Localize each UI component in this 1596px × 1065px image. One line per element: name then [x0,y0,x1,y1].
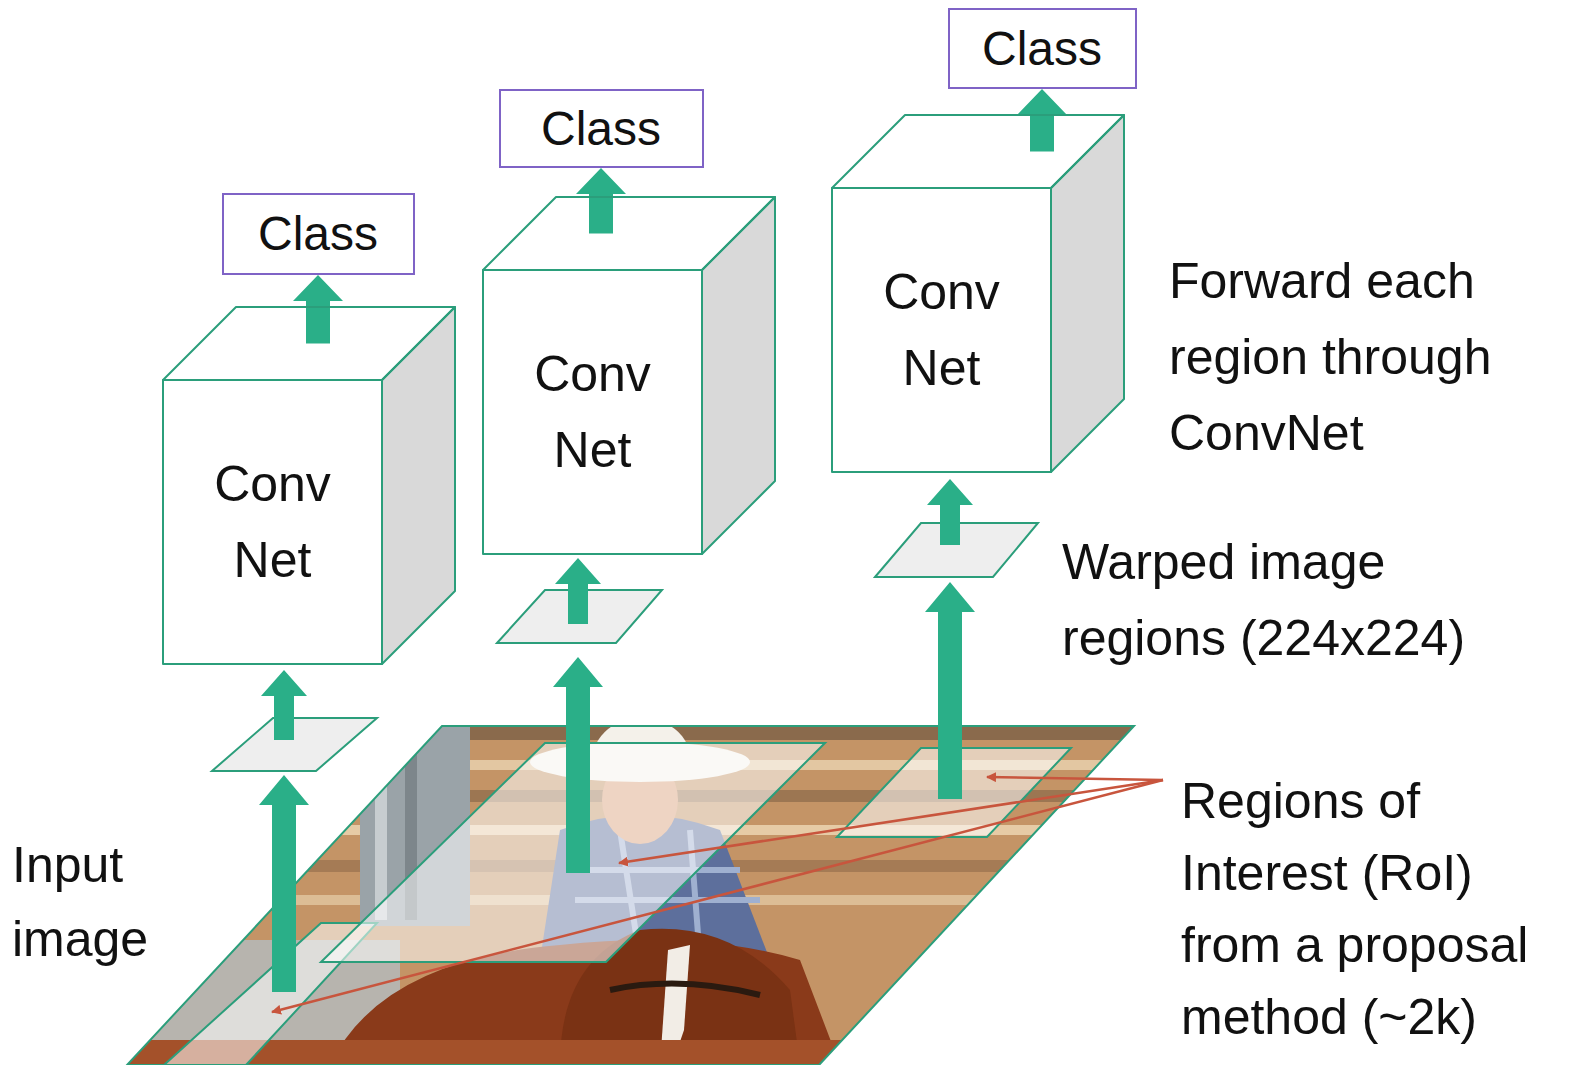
class-label: Class [541,100,661,158]
cube-side [1051,115,1124,472]
cube-face: Conv Net [832,188,1051,472]
cube-side [702,197,775,554]
annotation-label: Forward each region through ConvNet [1169,243,1589,471]
output-arrow [576,168,626,234]
annotation-label: Input image [12,828,232,976]
cube-front [832,188,1051,472]
cube-face: Conv Net [163,380,382,664]
input-photo [100,700,1200,1065]
cube-face: Conv Net [483,270,702,554]
block-label: Conv Net [193,446,353,598]
convnet-block: Conv Net [163,307,455,664]
warped-region [212,523,1038,771]
class-box: Class [499,89,704,168]
cube-side [382,307,455,664]
image-frame [127,726,1134,1065]
leader-line [272,777,1163,1012]
flow-arrow [259,582,975,992]
output-arrow [293,275,343,344]
block-label: Conv Net [862,254,1022,406]
cube-top [483,197,775,270]
roi-region [164,743,1071,1065]
annotation-label: Warped image regions (224x224) [1062,524,1542,676]
convnet-block: Conv Net [483,197,775,554]
block-label: Conv Net [513,336,673,488]
cube-front [163,380,382,664]
flow-arrow [261,479,973,740]
annotation-label: Regions of Interest (RoI) from a proposa… [1181,765,1576,1053]
cube-top [832,115,1124,188]
class-box: Class [222,193,415,275]
cube-top [163,307,455,380]
output-arrow [1017,89,1067,152]
class-label: Class [258,205,378,263]
cube-front [483,270,702,554]
class-box: Class [948,8,1137,89]
convnet-block: Conv Net [832,115,1124,472]
class-label: Class [982,20,1102,78]
